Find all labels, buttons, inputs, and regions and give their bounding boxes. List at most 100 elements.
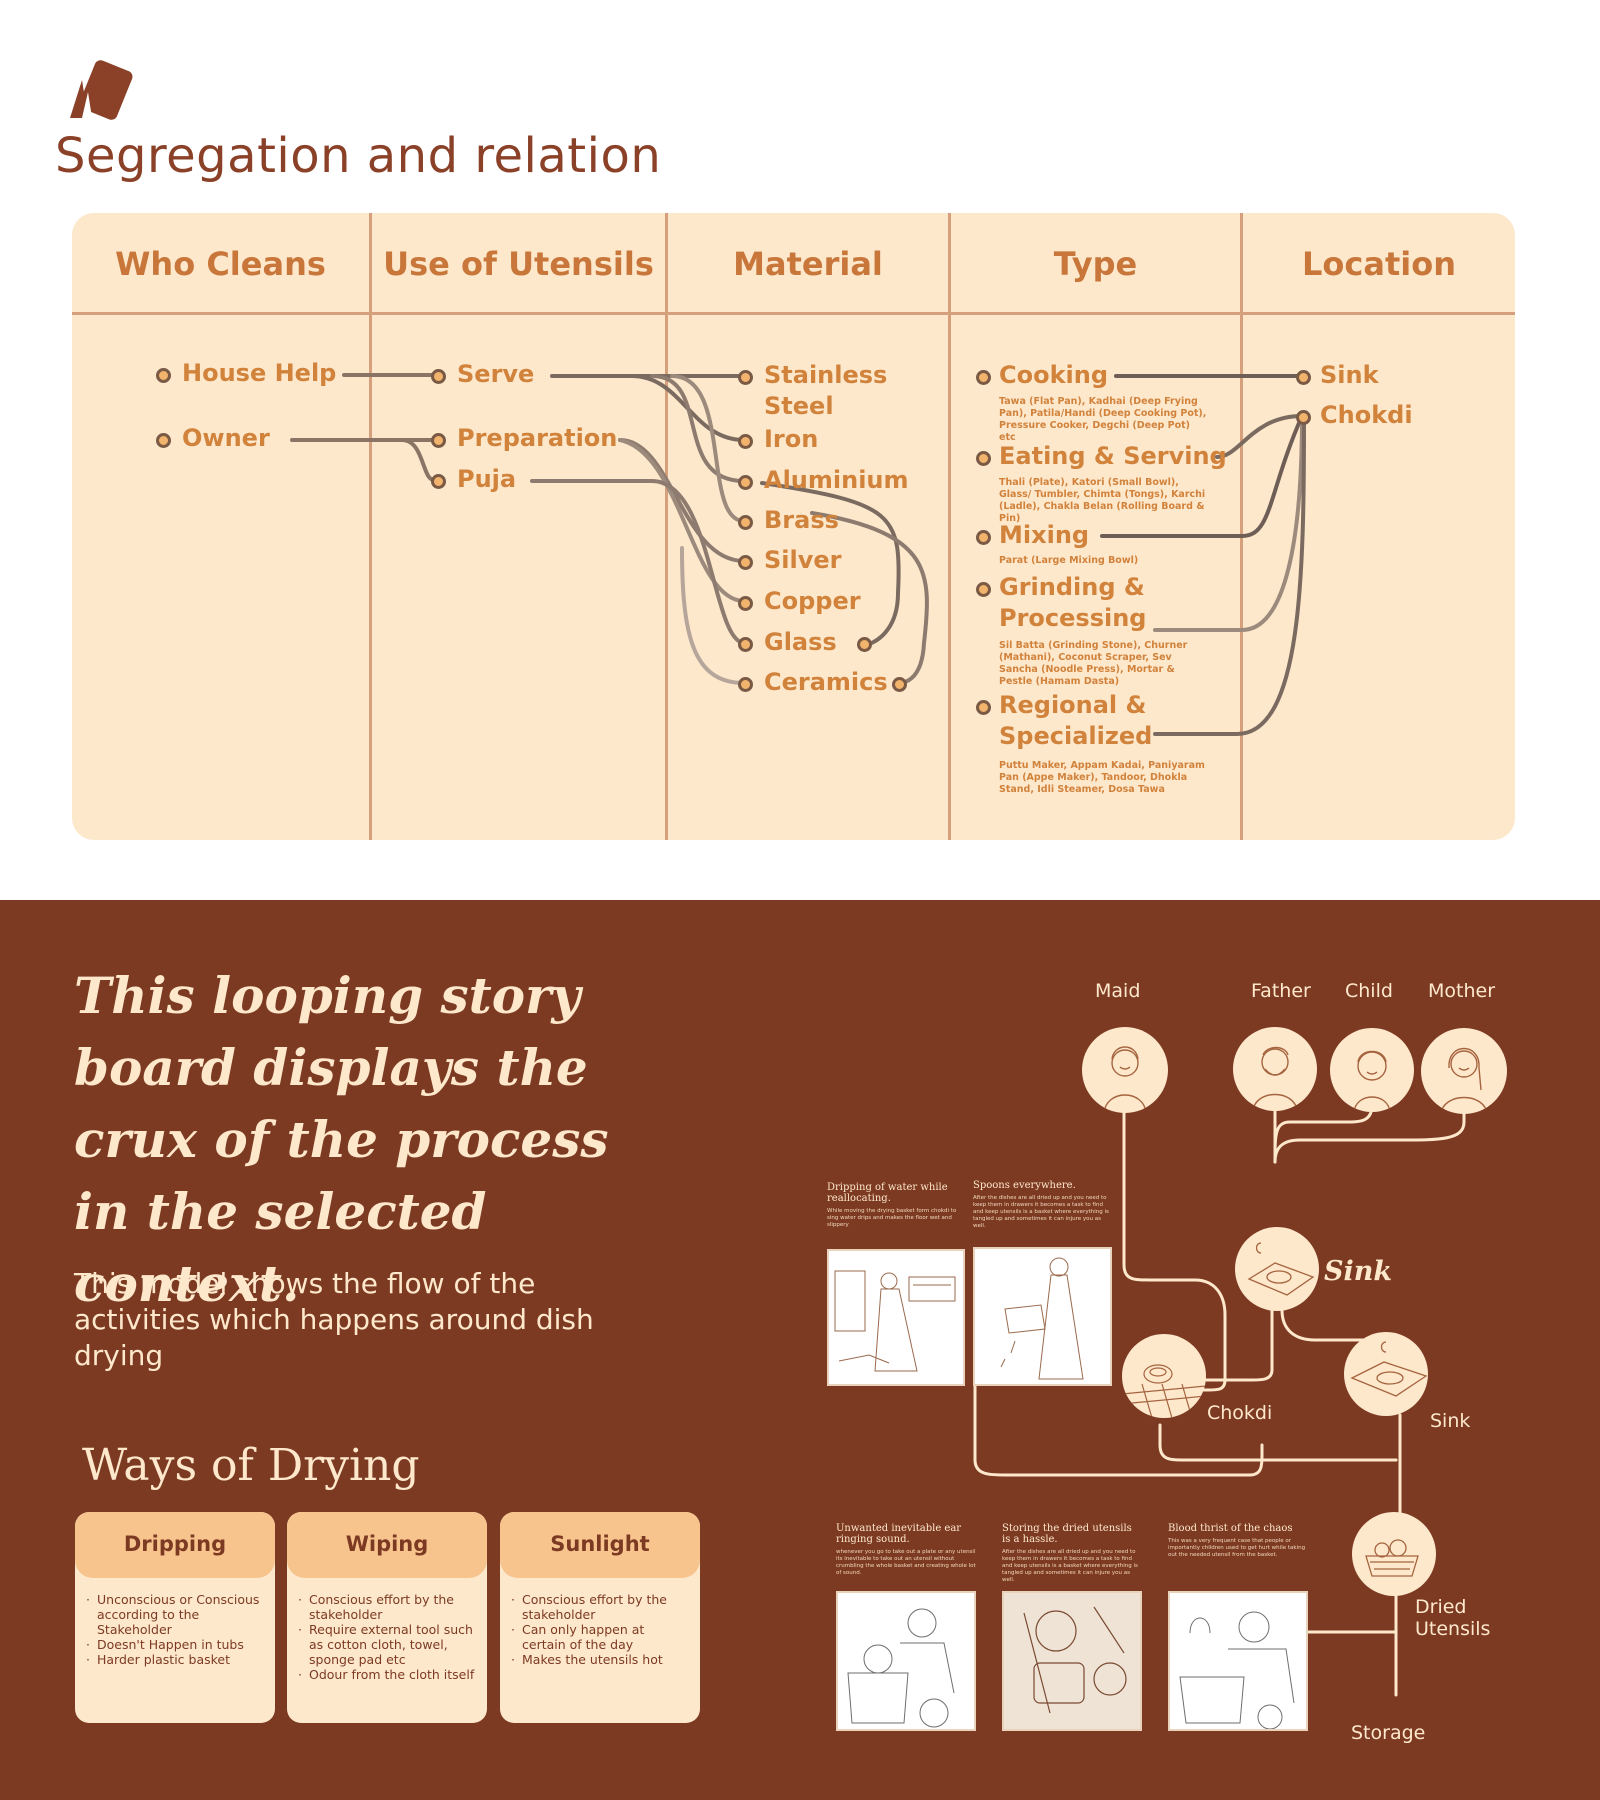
person-label-child: Child	[1345, 980, 1393, 1002]
way-card-title: Wiping	[287, 1512, 487, 1578]
node-dot	[156, 368, 171, 383]
frame-dripping	[827, 1249, 965, 1386]
sink-main-label: Sink	[1324, 1256, 1393, 1287]
storyboard-section: This looping story board displays the cr…	[0, 900, 1600, 1800]
type-eating-serving: Eating & Serving	[999, 442, 1227, 470]
node-dot	[976, 451, 991, 466]
type-cooking: Cooking	[999, 361, 1109, 389]
material-silver: Silver	[764, 546, 842, 574]
way-point: Makes the utensils hot	[511, 1652, 690, 1667]
person-label-father: Father	[1251, 980, 1311, 1002]
node-dot	[976, 700, 991, 715]
type-regional-examples: Puttu Maker, Appam Kadai, Paniyaram Pan …	[999, 760, 1205, 795]
frame-desc: After the dishes are all dried up and yo…	[973, 1195, 1109, 1229]
frame-desc: While moving the drying basket form chok…	[827, 1208, 957, 1228]
chokdi-label: Chokdi	[1207, 1402, 1273, 1424]
node-dot	[976, 582, 991, 597]
frame-caption: Dripping of water while reallocating. Wh…	[827, 1182, 967, 1229]
frame-title: Storing the dried utensils is a hassle.	[1002, 1523, 1132, 1545]
node-dot	[431, 433, 446, 448]
sink-icon	[1344, 1332, 1428, 1416]
node-dot	[1296, 370, 1311, 385]
node-dot	[738, 637, 753, 652]
sink-label: Sink	[1430, 1410, 1471, 1432]
node-dot	[431, 474, 446, 489]
node-dot	[738, 677, 753, 692]
chokdi-icon	[1122, 1334, 1206, 1418]
type-mixing: Mixing	[999, 521, 1090, 549]
node-dot	[738, 370, 753, 385]
frame-title: Spoons everywhere.	[973, 1180, 1076, 1191]
frame-storing	[1002, 1591, 1142, 1731]
way-point: Harder plastic basket	[86, 1652, 265, 1667]
way-card-wiping: Wiping Conscious effort by the stakehold…	[287, 1512, 487, 1723]
way-card-title: Dripping	[75, 1512, 275, 1578]
frame-title: Blood thrist of the chaos	[1168, 1523, 1293, 1534]
type-grinding: Grinding &	[999, 573, 1145, 601]
material-iron: Iron	[764, 425, 819, 453]
person-label-mother: Mother	[1428, 980, 1496, 1002]
node-dot	[738, 555, 753, 570]
type-processing: Processing	[999, 604, 1147, 632]
column-header-who-cleans: Who Cleans	[115, 245, 326, 283]
ways-title: Ways of Drying	[82, 1440, 420, 1491]
location-chokdi: Chokdi	[1320, 401, 1413, 429]
type-cooking-examples: Tawa (Flat Pan), Kadhai (Deep Frying Pan…	[999, 396, 1207, 443]
type-grinding-examples: Sil Batta (Grinding Stone), Churner (Mat…	[999, 640, 1188, 687]
frame-desc: This was a very frequent case that peopl…	[1168, 1538, 1306, 1558]
node-dot	[857, 637, 872, 652]
location-sink: Sink	[1320, 361, 1379, 389]
way-point: Conscious effort by the stakeholder	[511, 1592, 690, 1622]
way-card-dripping: Dripping Unconscious or Conscious accord…	[75, 1512, 275, 1723]
story-heading: This looping story board displays the cr…	[74, 966, 609, 1313]
way-point: Require external tool such as cotton clo…	[298, 1622, 477, 1667]
material-ceramics: Ceramics	[764, 668, 888, 696]
dried-utensils-label: Dried Utensils	[1415, 1596, 1491, 1640]
column-divider	[369, 213, 372, 840]
type-regional: Regional &	[999, 691, 1147, 719]
sink-main-icon	[1235, 1227, 1319, 1311]
column-header-use: Use of Utensils	[383, 245, 654, 283]
logo-icon	[70, 60, 133, 120]
frame-title: Dripping of water while reallocating.	[827, 1182, 948, 1204]
page-title: Segregation and relation	[55, 128, 662, 184]
type-eating-serving-examples: Thali (Plate), Katori (Small Bowl), Glas…	[999, 477, 1206, 524]
way-card-sunlight: Sunlight Conscious effort by the stakeho…	[500, 1512, 700, 1723]
node-dot	[431, 369, 446, 384]
frame-desc: whenever you go to take out a plate or a…	[836, 1549, 976, 1576]
node-dot	[156, 433, 171, 448]
frame-desc: After the dishes are all dried up and yo…	[1002, 1549, 1138, 1583]
way-point: Can only happen at certain of the day	[511, 1622, 690, 1652]
relation-connectors	[290, 373, 1306, 736]
material-stainless: Stainless	[764, 361, 888, 389]
node-dot	[738, 596, 753, 611]
who-house-help: House Help	[182, 359, 337, 387]
segregation-section: Segregation and relation Who Cleans Use …	[55, 60, 1515, 840]
storage-label: Storage	[1351, 1722, 1426, 1744]
material-brass: Brass	[764, 506, 839, 534]
header-divider	[72, 312, 1515, 315]
material-glass: Glass	[764, 628, 837, 656]
frame-ear-ringing	[836, 1591, 976, 1731]
person-label-maid: Maid	[1095, 980, 1141, 1002]
node-dot	[738, 475, 753, 490]
way-card-title: Sunlight	[500, 1512, 700, 1578]
dried-utensils-icon	[1352, 1512, 1436, 1596]
column-divider	[1240, 213, 1243, 840]
column-header-location: Location	[1302, 245, 1456, 283]
column-header-material: Material	[733, 245, 883, 283]
father-avatar-icon	[1233, 1027, 1317, 1111]
story-subtext: This model shows the flow of the activit…	[74, 1267, 594, 1372]
type-specialized: Specialized	[999, 722, 1153, 750]
frame-blood-thirst	[1168, 1591, 1308, 1731]
mother-avatar-icon	[1421, 1028, 1507, 1114]
way-point: Doesn't Happen in tubs	[86, 1637, 265, 1652]
column-divider	[948, 213, 951, 840]
who-owner: Owner	[182, 424, 270, 452]
way-point: Unconscious or Conscious according to th…	[86, 1592, 265, 1637]
frame-caption: Blood thrist of the chaos This was a ver…	[1168, 1523, 1308, 1559]
frame-spoons	[973, 1247, 1112, 1386]
use-puja: Puja	[457, 465, 517, 493]
frame-title: Unwanted inevitable ear ringing sound.	[836, 1523, 962, 1545]
child-avatar-icon	[1330, 1028, 1414, 1112]
